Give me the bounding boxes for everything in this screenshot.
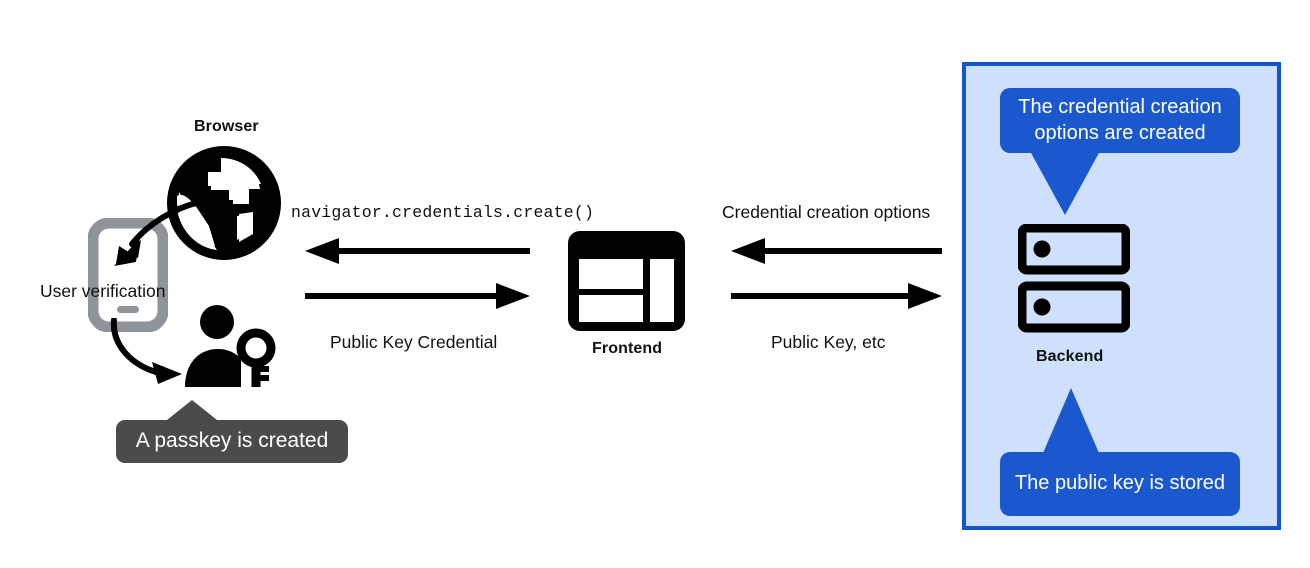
person-with-key-icon: [185, 305, 276, 387]
arrow-left-credentials-create: [305, 238, 530, 264]
smartphone-icon: [88, 218, 168, 332]
passkey-curved-arrow-icon: [110, 318, 182, 384]
backend-callout-top-tail: [1030, 151, 1100, 215]
flow-label-public-key-credential: Public Key Credential: [330, 332, 498, 352]
passkey-tooltip: A passkey is created: [116, 420, 348, 463]
arrow-right-public-key-credential: [305, 283, 530, 309]
server-rack-icon: [1018, 224, 1130, 333]
arrow-right-public-key-etc: [731, 283, 942, 309]
flow-label-navigator-create: navigator.credentials.create(): [291, 203, 595, 222]
flow-label-credential-creation-options: Credential creation options: [722, 202, 931, 222]
backend-callout-bottom-tail: [1040, 388, 1102, 460]
user-verification-label: User verification: [40, 281, 166, 301]
backend-label: Backend: [1036, 348, 1104, 365]
web-layout-icon: [568, 231, 685, 331]
arrow-left-credential-creation-options: [731, 238, 942, 264]
passkey-tooltip-tail: [162, 400, 222, 424]
backend-callout-top: The credential creation options are crea…: [1000, 88, 1240, 153]
frontend-label: Frontend: [592, 340, 663, 357]
user-verification-curved-arrow-icon: [114, 199, 203, 266]
flow-label-public-key-etc: Public Key, etc: [771, 332, 886, 352]
backend-callout-bottom: The public key is stored: [1000, 452, 1240, 516]
browser-label: Browser: [194, 118, 259, 135]
